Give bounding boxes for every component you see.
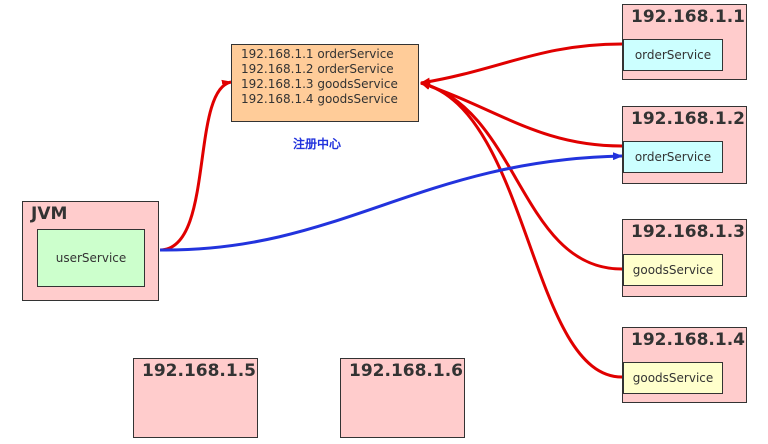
registry-entry: 192.168.1.3 goodsService	[241, 77, 398, 91]
host-box-1: 192.168.1.1 orderService	[622, 4, 747, 80]
arrow-user-to-host2	[159, 152, 623, 252]
registry-box: 192.168.1.1 orderService 192.168.1.2 ord…	[231, 44, 419, 122]
jvm-title: JVM	[31, 204, 68, 224]
arrow-host1-to-registry	[420, 42, 623, 86]
arrow-host3-to-registry	[420, 81, 623, 271]
goods-service: goodsService	[623, 254, 723, 286]
host-box-5: 192.168.1.5	[133, 358, 258, 438]
registry-entry: 192.168.1.1 orderService	[241, 47, 394, 61]
host-ip: 192.168.1.1	[631, 7, 746, 27]
host-box-6: 192.168.1.6	[340, 358, 465, 438]
user-service: userService	[37, 229, 145, 287]
host-ip: 192.168.1.3	[631, 222, 746, 242]
jvm-box: JVM userService	[22, 201, 159, 301]
order-service: orderService	[623, 39, 723, 71]
host-box-4: 192.168.1.4 goodsService	[622, 327, 747, 403]
goods-service: goodsService	[623, 362, 723, 394]
host-ip: 192.168.1.2	[631, 109, 746, 129]
registry-entry: 192.168.1.2 orderService	[241, 62, 394, 76]
host-box-2: 192.168.1.2 orderService	[622, 106, 747, 184]
host-ip: 192.168.1.4	[631, 330, 746, 350]
registry-entry: 192.168.1.4 goodsService	[241, 92, 398, 106]
registry-label: 注册中心	[293, 137, 342, 151]
arrow-host2-to-registry	[420, 81, 623, 148]
host-ip: 192.168.1.5	[142, 361, 257, 381]
host-box-3: 192.168.1.3 goodsService	[622, 219, 747, 297]
arrow-host4-to-registry	[420, 81, 623, 379]
arrow-user-to-registry	[159, 79, 232, 252]
order-service: orderService	[623, 141, 723, 173]
host-ip: 192.168.1.6	[349, 361, 464, 381]
